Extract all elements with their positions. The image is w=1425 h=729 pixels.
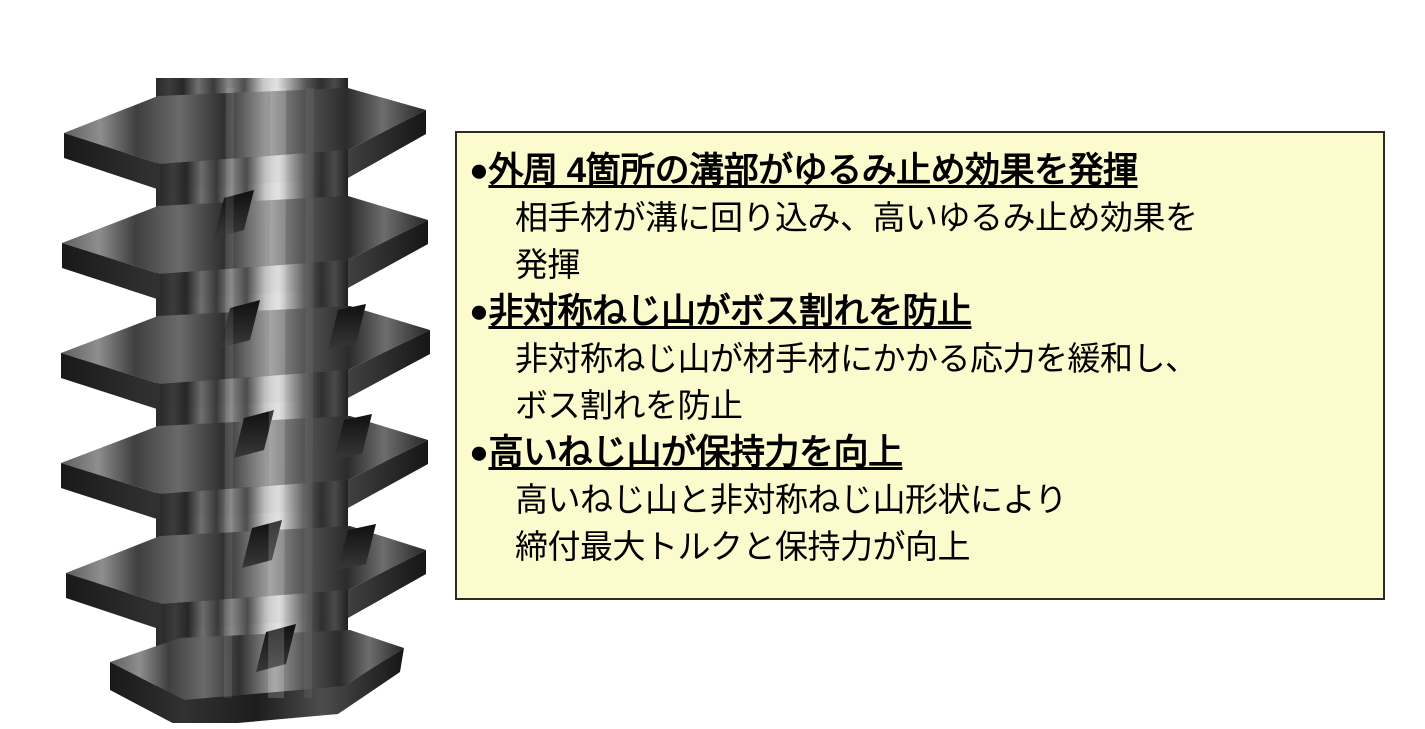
feature-body-line-3-1: 高いねじ山と非対称ねじ山形状により <box>515 481 1067 518</box>
feature-heading-text-2: 非対称ねじ山がボス割れを防止 <box>488 292 972 331</box>
screw-illustration <box>48 38 438 723</box>
screw-geometry <box>61 78 430 723</box>
screw-highlights <box>224 88 314 698</box>
feature-callout-box: ●外周 4箇所の溝部がゆるみ止め効果を発揮 相手材が溝に回り込み、高いゆるみ止め… <box>455 131 1385 600</box>
feature-heading-1: ●外周 4箇所の溝部がゆるみ止め効果を発揮 <box>469 147 1373 194</box>
bullet-icon-2: ● <box>469 292 489 329</box>
feature-heading-2: ●非対称ねじ山がボス割れを防止 <box>469 288 1373 335</box>
feature-item-3: ●高いねじ山が保持力を向上 高いねじ山と非対称ねじ山形状により 締付最大トルクと… <box>469 429 1373 570</box>
feature-heading-3: ●高いねじ山が保持力を向上 <box>469 429 1373 476</box>
feature-body-line-2-2: ボス割れを防止 <box>515 387 743 424</box>
feature-item-2: ●非対称ねじ山がボス割れを防止 非対称ねじ山が材手材にかかる応力を緩和し、 ボス… <box>469 288 1373 429</box>
feature-body-line-1-1: 相手材が溝に回り込み、高いゆるみ止め効果を <box>515 199 1198 236</box>
bullet-icon-3: ● <box>469 433 489 470</box>
feature-item-1: ●外周 4箇所の溝部がゆるみ止め効果を発揮 相手材が溝に回り込み、高いゆるみ止め… <box>469 147 1373 288</box>
feature-body-line-3-2: 締付最大トルクと保持力が向上 <box>515 528 971 565</box>
bullet-icon-1: ● <box>469 151 489 188</box>
feature-heading-text-3: 高いねじ山が保持力を向上 <box>488 433 903 472</box>
feature-body-line-1-2: 発揮 <box>515 246 581 283</box>
screw-svg <box>61 78 430 723</box>
thread-turn-6 <box>110 624 404 723</box>
feature-body-line-2-1: 非対称ねじ山が材手材にかかる応力を緩和し、 <box>515 340 1198 377</box>
feature-heading-text-1: 外周 4箇所の溝部がゆるみ止め効果を発揮 <box>488 151 1138 190</box>
